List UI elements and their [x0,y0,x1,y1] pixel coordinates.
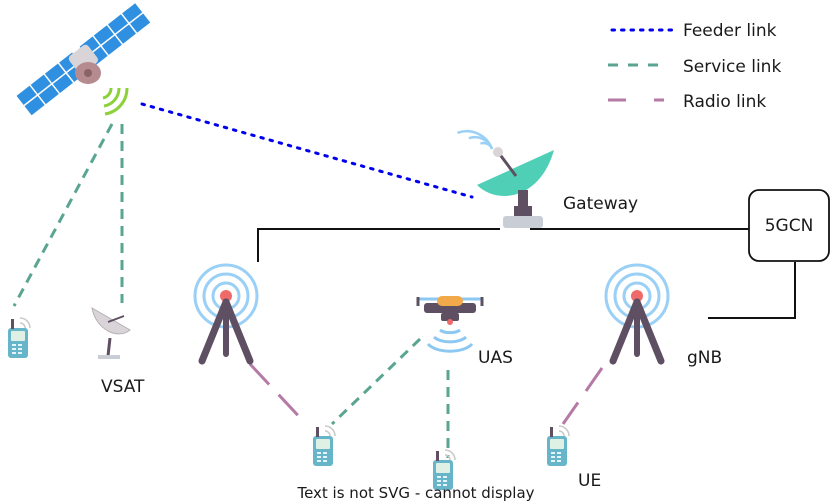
service-link-handset-left [12,123,114,307]
ue-label: UE [578,471,601,491]
service-link-uas-ue [330,337,422,426]
radio-link-right [561,367,604,425]
core-box [748,189,830,262]
legend-radio-label: Radio link [683,92,766,112]
gnb-tower-icon [606,265,668,361]
handset-icon-ue-left [312,425,336,467]
radio-link-left [248,362,308,426]
backbone-link-core-gnb [708,262,796,319]
legend-service-label: Service link [683,57,781,77]
gateway-dish-icon [456,130,554,228]
tower-icon-left [195,265,257,361]
feeder-link [140,102,474,199]
uas-label: UAS [478,348,513,368]
footer-message: Text is not SVG - cannot display [296,484,534,502]
vsat-label: VSAT [101,377,145,397]
legend: Feeder link Service link Radio link [608,21,781,112]
core-label: 5GCN [765,216,814,236]
backbone-link-gateway-left [257,228,500,262]
legend-feeder-label: Feeder link [683,21,777,41]
satellite-icon [14,1,153,118]
gateway-label: Gateway [563,194,638,214]
gnb-label: gNB [687,348,722,368]
drone-icon [416,296,484,353]
handset-icon-left [7,317,31,359]
vsat-dish-icon [91,307,131,359]
handset-icon-ue-right [546,425,570,467]
